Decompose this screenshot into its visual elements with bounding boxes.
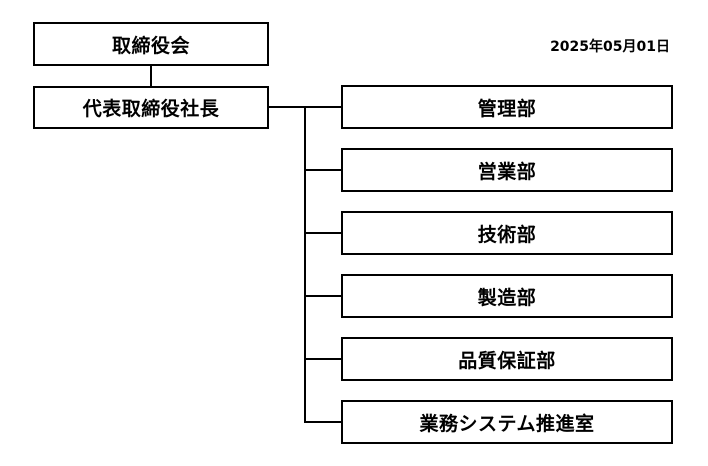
department-label: 品質保証部 xyxy=(458,349,556,372)
branch-line xyxy=(304,295,343,297)
president-box: 代表取締役社長 xyxy=(33,86,269,129)
chart-date: 2025年05月01日 xyxy=(550,39,670,55)
department-box-gyomu-system: 業務システム推進室 xyxy=(341,400,673,444)
president-label: 代表取締役社長 xyxy=(82,98,220,120)
department-label: 製造部 xyxy=(477,286,537,309)
department-label: 営業部 xyxy=(477,160,537,183)
department-box-hinshitsu: 品質保証部 xyxy=(341,337,673,381)
connector-board-president xyxy=(150,66,152,86)
board-box: 取締役会 xyxy=(33,22,269,66)
connector-president-trunk xyxy=(269,106,343,108)
department-label: 管理部 xyxy=(477,97,537,120)
department-box-gijutsu: 技術部 xyxy=(341,211,673,255)
board-label: 取締役会 xyxy=(111,34,190,57)
department-box-eigyo: 営業部 xyxy=(341,148,673,192)
branch-line xyxy=(304,421,343,423)
department-trunk-line xyxy=(304,106,306,422)
department-label: 技術部 xyxy=(477,223,537,246)
branch-line xyxy=(304,232,343,234)
department-box-seizo: 製造部 xyxy=(341,274,673,318)
branch-line xyxy=(304,169,343,171)
branch-line xyxy=(304,358,343,360)
department-label: 業務システム推進室 xyxy=(419,412,595,435)
department-box-kanri: 管理部 xyxy=(341,85,673,129)
